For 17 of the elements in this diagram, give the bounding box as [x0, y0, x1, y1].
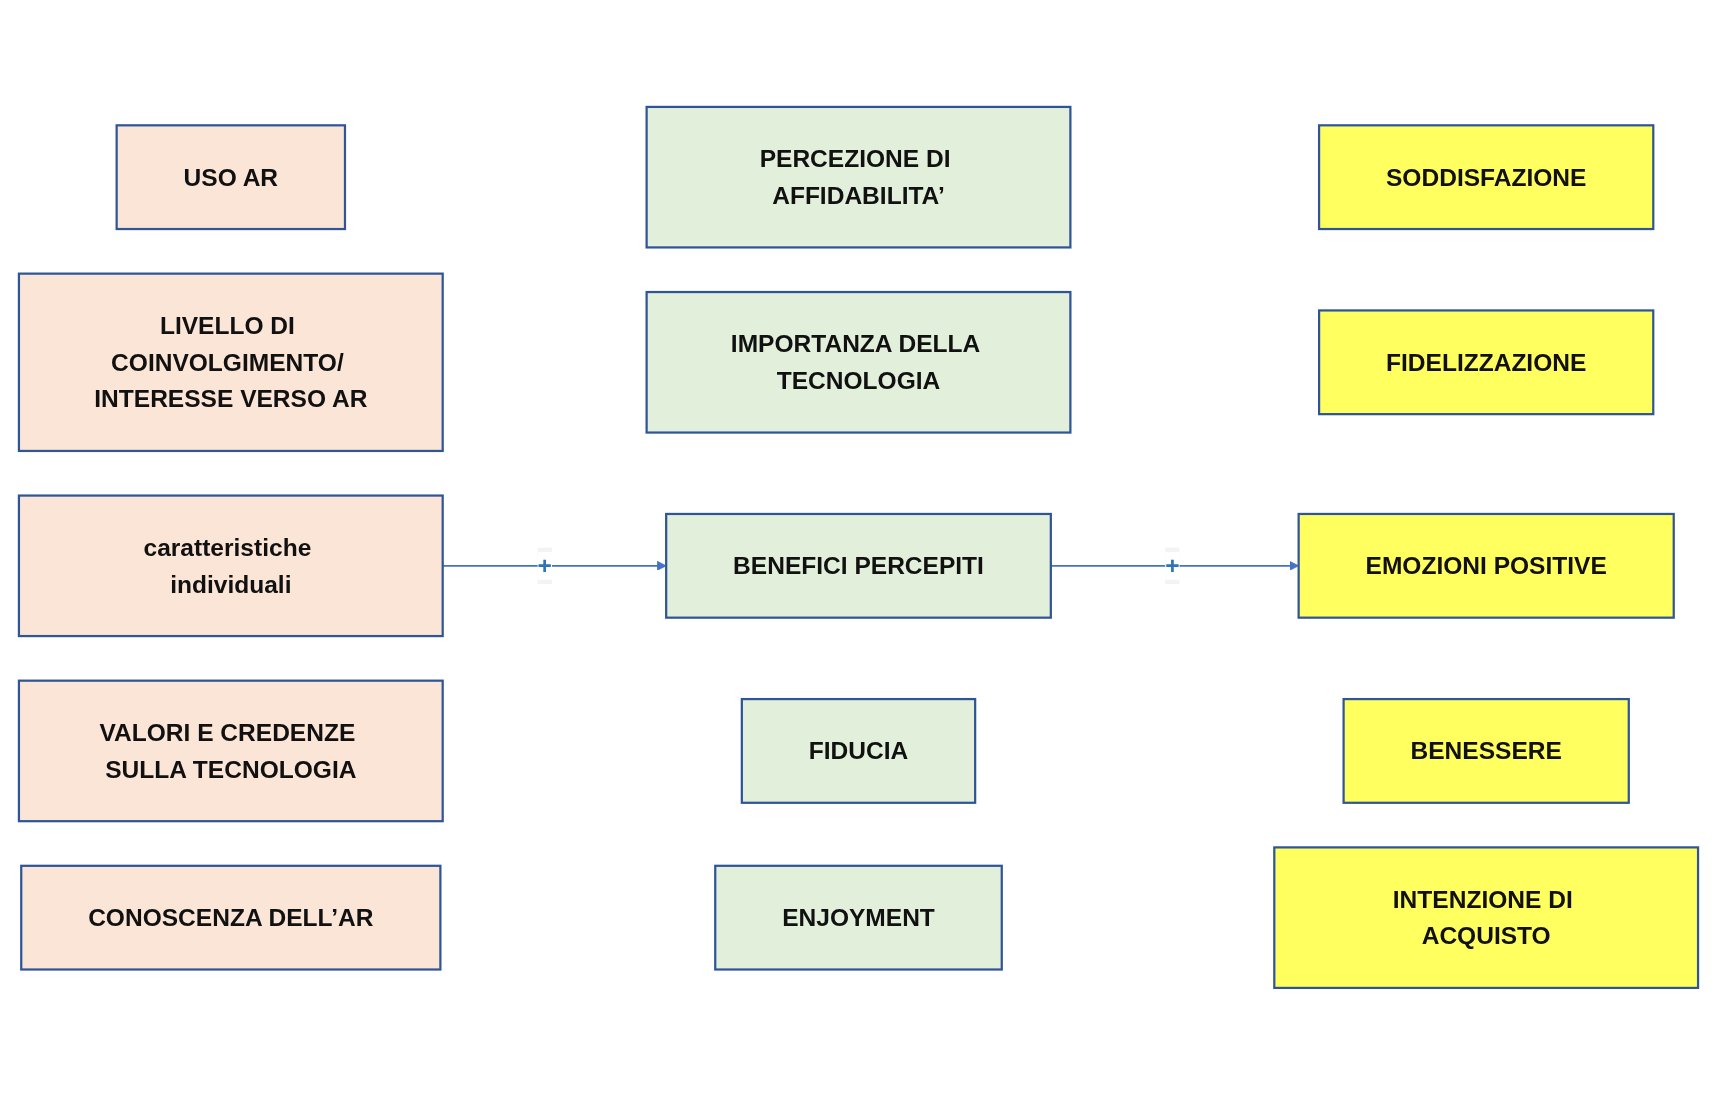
node-box: IMPORTANZA DELLA TECNOLOGIA — [645, 291, 1072, 434]
node-box: FIDELIZZAZIONE — [1318, 309, 1655, 416]
node-box: PERCEZIONE DI AFFIDABILITA’ — [645, 105, 1072, 249]
node-box: LIVELLO DI COINVOLGIMENTO/ INTERESSE VERSO AR — [17, 272, 444, 453]
node-box: FIDUCIA — [740, 698, 977, 804]
node-box: EMOZIONI POSITIVE — [1297, 512, 1675, 619]
node-box: SODDISFAZIONE — [1317, 124, 1655, 231]
node-box: BENESSERE — [1342, 698, 1630, 804]
node-box: caratteristiche individuali — [17, 494, 444, 638]
node-box: CONOSCENZA DELL’AR — [20, 864, 442, 971]
node-box: BENEFICI PERCEPITI — [665, 512, 1052, 619]
node-box: USO AR — [115, 124, 347, 231]
node-box: INTENZIONE DI ACQUISTO — [1273, 846, 1700, 990]
node-box: VALORI E CREDENZE SULLA TECNOLOGIA — [17, 679, 444, 823]
edge-label: + — [537, 551, 552, 580]
node-box: ENJOYMENT — [714, 864, 1003, 971]
edge-label: + — [1165, 551, 1180, 580]
